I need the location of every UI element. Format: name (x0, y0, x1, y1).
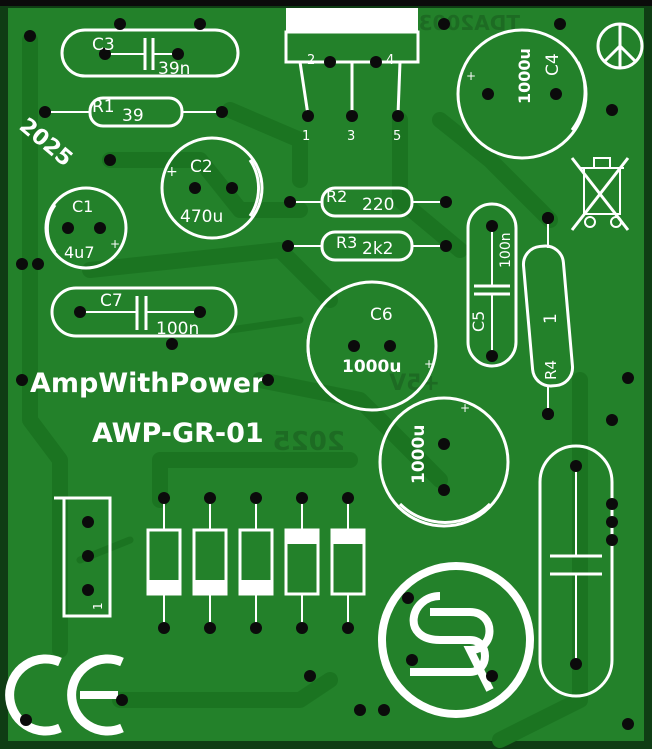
capacitor-c3: C3 39n (60, 28, 240, 79)
peace-icon (596, 22, 644, 70)
capacitor-c1: C1 4u7 + (44, 186, 128, 270)
ic-tda2003: 1 2 3 4 5 (284, 8, 420, 144)
heatsink-tab (286, 8, 418, 32)
r1-ref: R1 (92, 97, 115, 117)
capacitor-c5: C5 100n (466, 202, 518, 368)
c5-value: 100n (498, 232, 514, 268)
c8-polarity: + (460, 401, 470, 415)
resistor-r1: R1 39 (39, 96, 228, 128)
c2-value: 470u (180, 207, 223, 227)
capacitor-c4: 1000u C4 + (456, 28, 588, 160)
diode-array (146, 492, 366, 634)
svg-text:TDA2003: TDA2003 (419, 11, 520, 35)
r2-ref: R2 (326, 187, 347, 206)
ic-pin-4-pad (370, 56, 382, 68)
copper-traces (22, 32, 588, 748)
resistor-r2: R2 220 (284, 186, 452, 218)
ic-pin-label-3: 3 (347, 129, 355, 144)
terminal-connector: 1 (54, 496, 112, 618)
ic-pin-label-2: 2 (307, 53, 315, 68)
capacitor-c6: C6 1000u + (306, 280, 438, 412)
weee-bin-icon (570, 157, 630, 231)
bottom-side-text: TDA2003 2025 +5V (273, 11, 520, 457)
diode-d5 (330, 492, 366, 634)
r4-value: 1 (541, 313, 561, 324)
r3-ref: R3 (336, 233, 357, 252)
capacitor-c8: 1000u + (378, 396, 510, 528)
diode-d3 (238, 492, 274, 634)
c3-ref: C3 (92, 35, 115, 55)
gr-logo-icon (378, 562, 534, 718)
c5-ref: C5 (469, 311, 488, 332)
ic-pin-label-1: 1 (302, 129, 310, 144)
c3-value: 39n (158, 59, 190, 79)
c4-ref: C4 (543, 53, 563, 76)
capacitor-c2: C2 470u + (160, 136, 264, 240)
c1-value: 4u7 (64, 243, 95, 262)
c7-value: 100n (156, 319, 199, 339)
r4-ref: R4 (542, 360, 560, 380)
c6-ref: C6 (370, 305, 393, 325)
c1-polarity: + (110, 237, 120, 251)
brand-name: AmpWithPower (30, 368, 265, 399)
c1-ref: C1 (72, 197, 93, 216)
c7-ref: C7 (100, 291, 123, 311)
ic-pin-1-pad (302, 110, 314, 122)
ic-pin-5-pad (392, 110, 404, 122)
c4-polarity: + (466, 69, 476, 83)
ic-pin-label-5: 5 (393, 129, 401, 144)
c8-value: 1000u (409, 425, 429, 484)
copper-pour (8, 8, 644, 741)
capacitor-film-large (538, 444, 614, 698)
c6-value: 1000u (342, 357, 401, 377)
capacitor-c7: C7 100n (50, 286, 238, 339)
ic-pin-3-pad (346, 110, 358, 122)
ic-pin-label-4: 4 (386, 53, 394, 68)
connector-pin1-label: 1 (91, 602, 105, 610)
svg-text:2025: 2025 (273, 427, 345, 457)
ic-pin-2-pad (324, 56, 336, 68)
resistor-r3: R3 2k2 (282, 230, 452, 262)
ce-mark-icon (5, 654, 124, 736)
diode-d1 (146, 492, 182, 634)
r1-value: 39 (122, 106, 144, 126)
c6-polarity: + (424, 357, 434, 371)
r2-value: 220 (362, 195, 394, 215)
c2-ref: C2 (190, 157, 213, 177)
r3-value: 2k2 (362, 239, 393, 259)
model-name: AWP-GR-01 (92, 418, 264, 449)
diode-d4 (284, 492, 320, 634)
c4-value: 1000u (515, 48, 534, 104)
diode-d2 (192, 492, 228, 634)
c2-polarity: + (166, 164, 178, 180)
vias (16, 18, 634, 730)
